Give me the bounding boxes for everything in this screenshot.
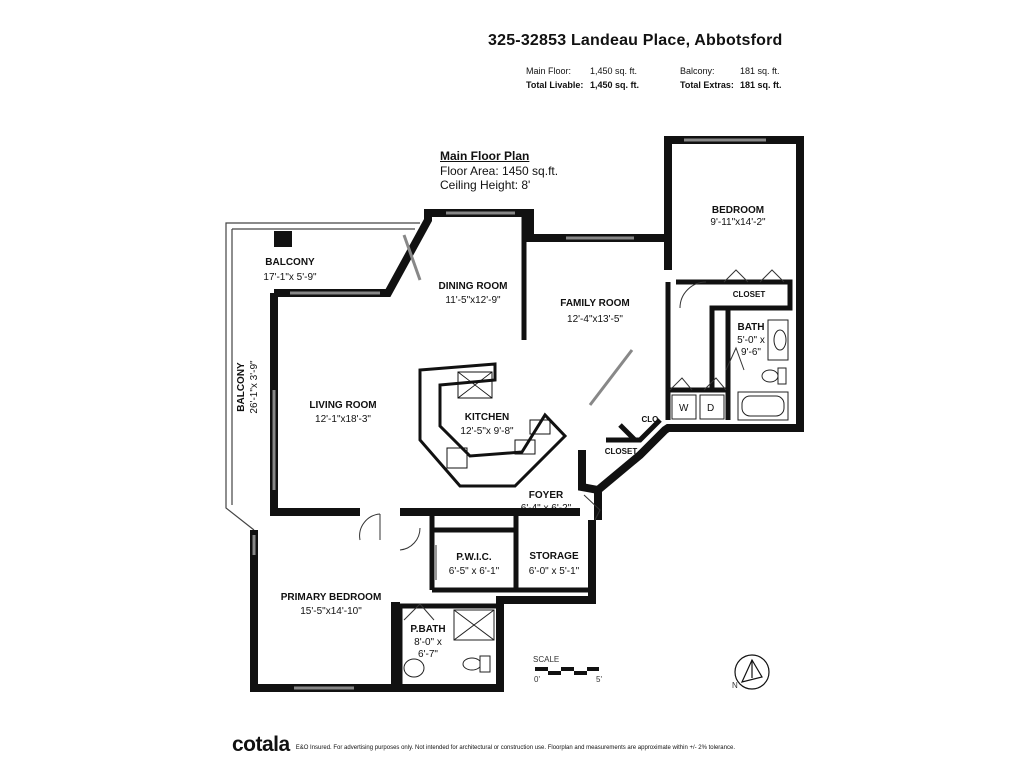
brand-logo: cotala	[232, 733, 290, 756]
room-dining-dim: 11'-5"x12'-9"	[445, 295, 501, 306]
windows	[252, 138, 766, 690]
room-dining-name: DINING ROOM	[439, 281, 508, 292]
room-foyer-dim: 6'-4" x 6'-2"	[521, 503, 572, 514]
room-balcony-side-name: BALCONY	[236, 362, 247, 412]
room-balcony-side-dim: 26'-1"x 3'-9"	[249, 360, 260, 414]
room-primary-dim: 15'-5"x14'-10"	[300, 606, 362, 617]
total-livable-value: 1,450 sq. ft.	[590, 80, 640, 90]
room-bedroom-dim: 9'-11"x14'-2"	[710, 217, 766, 228]
room-pbath-dim1: 8'-0" x	[414, 637, 442, 648]
floor-area: Floor Area: 1450 sq.ft.	[440, 164, 559, 178]
room-pwic-dim: 6'-5" x 6'-1"	[449, 566, 500, 577]
interior-walls	[397, 213, 793, 688]
dryer-label: D	[707, 403, 714, 414]
scale-end: 5'	[596, 675, 602, 684]
room-storage-name: STORAGE	[529, 551, 579, 562]
scale-bar: SCALE 0' 5'	[533, 655, 602, 684]
room-closet-hall-name: CLOSET	[605, 447, 638, 456]
property-address: 325-32853 Landeau Place, Abbotsford	[488, 32, 783, 49]
scale-label: SCALE	[533, 655, 559, 664]
room-bath-dim2: 9'-6"	[741, 347, 761, 358]
room-closet-bed-name: CLOSET	[733, 290, 766, 299]
room-bath-name: BATH	[737, 322, 764, 333]
footer: cotala E&O Insured. For advertising purp…	[232, 734, 735, 755]
room-family-dim: 12'-4"x13'-5"	[567, 314, 623, 325]
room-kitchen-name: KITCHEN	[465, 412, 509, 423]
disclaimer: E&O Insured. For advertising purposes on…	[295, 745, 735, 751]
washer-dryer	[671, 394, 725, 420]
bath-fixtures	[403, 319, 789, 678]
total-extras-label: Total Extras:	[680, 80, 734, 90]
main-floor-value: 1,450 sq. ft.	[590, 66, 638, 76]
room-primary-name: PRIMARY BEDROOM	[281, 592, 382, 603]
room-bath-dim1: 5'-0" x	[737, 335, 765, 346]
room-pbath-name: P.BATH	[410, 624, 445, 635]
room-living-name: LIVING ROOM	[309, 400, 376, 411]
total-livable-label: Total Livable:	[526, 80, 584, 90]
compass-north-label: N	[732, 681, 738, 690]
room-living-dim: 12'-1"x18'-3"	[315, 414, 371, 425]
ceiling-height: Ceiling Height: 8'	[440, 178, 531, 192]
room-pwic-name: P.W.I.C.	[456, 552, 492, 563]
balcony-outline	[225, 222, 420, 531]
compass-icon	[734, 654, 770, 690]
room-family-name: FAMILY ROOM	[560, 298, 629, 309]
room-balcony-top-name: BALCONY	[265, 257, 315, 268]
plan-title: Main Floor Plan	[440, 149, 530, 163]
balcony-value: 181 sq. ft.	[740, 66, 780, 76]
room-storage-dim: 6'-0" x 5'-1"	[529, 566, 580, 577]
room-foyer-name: FOYER	[529, 490, 564, 501]
balcony-label: Balcony:	[680, 66, 715, 76]
washer-label: W	[679, 403, 689, 414]
dryer-box	[699, 394, 725, 420]
washer-box	[671, 394, 697, 420]
doors	[359, 269, 785, 621]
balcony-column	[274, 231, 292, 247]
room-clo-name: CLO.	[641, 415, 660, 424]
scale-start: 0'	[534, 675, 540, 684]
room-bedroom-name: BEDROOM	[712, 205, 764, 216]
room-pbath-dim2: 6'-7"	[418, 649, 438, 660]
room-kitchen-dim: 12'-5"x 9'-8"	[460, 426, 514, 437]
kitchen-counter	[418, 362, 568, 488]
total-extras-value: 181 sq. ft.	[740, 80, 782, 90]
main-floor-label: Main Floor:	[526, 66, 572, 76]
room-balcony-top-dim: 17'-1"x 5'-9"	[263, 272, 317, 283]
